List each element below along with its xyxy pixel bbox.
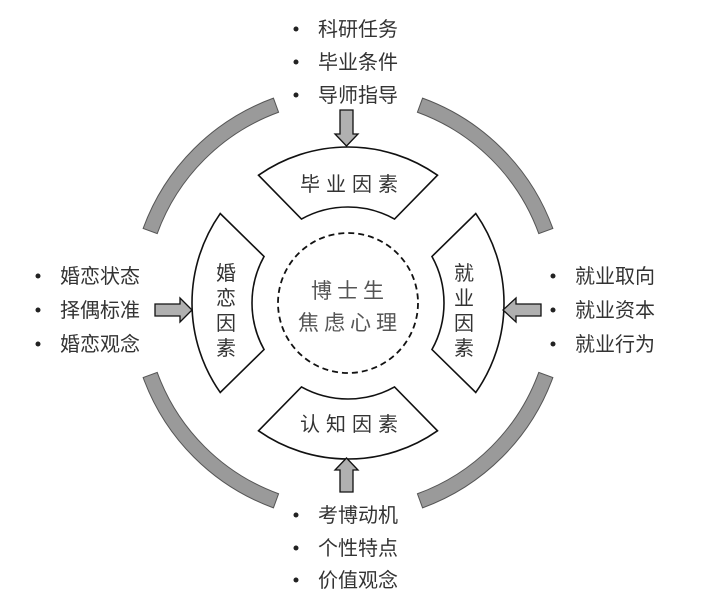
center-label-line2: 焦虑心理 [298, 311, 402, 335]
list-cognition: 考博动机 个性特点 价值观念 [293, 503, 398, 592]
list-item: 导师指导 [318, 83, 398, 107]
bullet-icon [550, 273, 556, 279]
bullet-icon [293, 545, 299, 551]
center-label-line1: 博士生 [311, 279, 389, 303]
arrow-left-icon [502, 296, 542, 324]
list-item: 就业行为 [575, 332, 655, 356]
list-item: 就业资本 [575, 298, 655, 322]
sector-marriage [191, 212, 266, 394]
list-item: 就业取向 [575, 264, 655, 288]
arrow-right-icon [154, 296, 193, 324]
factor-char: 就 [454, 261, 480, 285]
bullet-icon [293, 577, 299, 583]
bullet-icon [35, 273, 41, 279]
ring-segment [142, 97, 280, 235]
list-item: 科研任务 [318, 17, 398, 41]
factor-graduation: 毕业因素 [300, 172, 404, 196]
ring-segment [416, 371, 554, 509]
factor-char: 素 [454, 336, 480, 360]
sector-cognition [257, 385, 439, 460]
bullet-icon [550, 341, 556, 347]
list-marriage: 婚恋状态 择偶标准 婚恋观念 [35, 264, 140, 356]
bullet-icon [293, 92, 299, 98]
bullet-icon [293, 512, 299, 518]
bullet-icon [293, 26, 299, 32]
factor-char: 因 [216, 311, 242, 335]
factor-char: 恋 [216, 286, 242, 310]
bullet-icon [35, 341, 41, 347]
factor-marriage: 婚 恋 因 素 [216, 261, 242, 360]
factor-char: 素 [216, 336, 242, 360]
list-item: 择偶标准 [60, 298, 140, 322]
factor-sectors [191, 146, 505, 460]
list-item: 价值观念 [318, 568, 398, 592]
list-item: 婚恋状态 [60, 264, 140, 288]
arrow-up-icon [333, 457, 360, 493]
ring-segment [416, 97, 554, 235]
arrow-down-icon [333, 109, 360, 147]
list-item: 个性特点 [318, 536, 398, 560]
factor-cognition: 认知因素 [300, 412, 404, 436]
factor-employment: 就 业 因 素 [454, 261, 480, 360]
sector-employment [430, 212, 505, 394]
factor-char: 业 [454, 286, 480, 310]
outer-ring [142, 97, 554, 509]
factor-char: 婚 [216, 261, 242, 285]
ring-segment [142, 371, 280, 509]
bullet-icon [293, 59, 299, 65]
sector-graduation [257, 146, 439, 221]
bullet-icon [550, 307, 556, 313]
bullet-icon [35, 307, 41, 313]
center-dashed-circle [277, 232, 419, 374]
list-item: 考博动机 [318, 503, 398, 527]
list-graduation: 科研任务 毕业条件 导师指导 [293, 17, 398, 107]
list-item: 婚恋观念 [60, 332, 140, 356]
list-item: 毕业条件 [318, 50, 398, 74]
factor-char: 因 [454, 311, 480, 335]
list-employment: 就业取向 就业资本 就业行为 [550, 264, 655, 356]
